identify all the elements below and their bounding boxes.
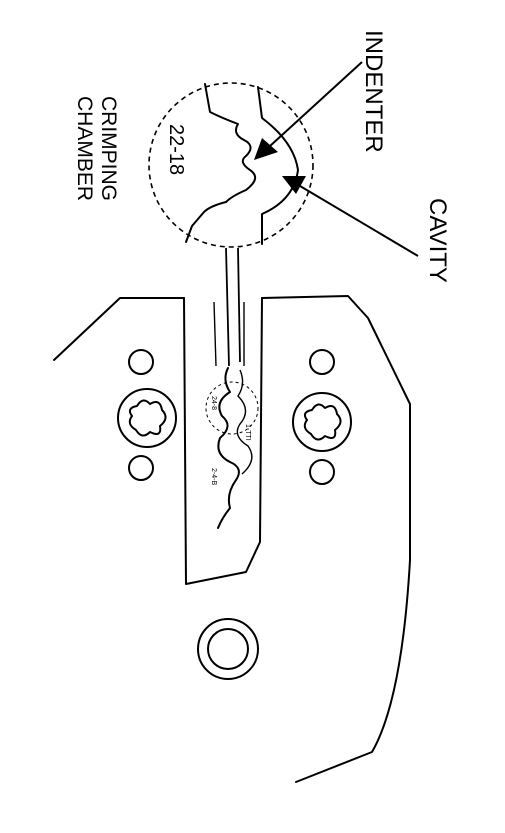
pivot xyxy=(197,618,259,680)
magnified-detail xyxy=(148,82,314,367)
right-screw-head xyxy=(292,392,352,452)
indenter-leader xyxy=(269,61,363,147)
left-screw-recess xyxy=(128,399,167,437)
jaw-left-edge xyxy=(183,297,263,585)
tool-body: 24-8 1-TTI 2-4-B xyxy=(53,295,411,783)
tool-outline xyxy=(53,297,185,361)
jaw-gauge-1: 24-8 xyxy=(210,396,217,410)
cavity-label: CAVITY xyxy=(424,198,451,283)
right-pin-top xyxy=(309,349,335,375)
right-pin-bottom xyxy=(309,459,335,485)
jaw-gauge-3: 2-4-B xyxy=(210,468,217,485)
jaw-gauge-2: 1-TTI xyxy=(244,424,251,441)
crimping-label: CRIMPING xyxy=(97,96,120,201)
jaw-crimp-profile-2 xyxy=(236,369,253,475)
pivot-inner xyxy=(207,628,249,670)
gauge-label: 22-18 xyxy=(165,124,187,175)
detail-stem-right xyxy=(237,247,241,363)
left-pin-top xyxy=(128,349,154,375)
cavity-profile xyxy=(257,86,299,245)
right-screw-assembly xyxy=(292,349,352,485)
detail-circle xyxy=(148,82,314,248)
pivot-outer xyxy=(197,618,259,680)
cavity-leader xyxy=(299,185,419,257)
jaw-inner-left xyxy=(213,301,217,367)
jaw-detail-circle-1 xyxy=(205,381,259,435)
indenter-profile xyxy=(185,83,257,243)
right-screw-recess xyxy=(303,403,342,441)
tool-outline-right xyxy=(261,295,411,783)
jaw-crimp-profile xyxy=(217,367,240,529)
chamber-label: CHAMBER xyxy=(73,96,96,201)
left-screw-head xyxy=(117,388,177,448)
left-screw-assembly xyxy=(117,349,177,481)
detail-stem-left xyxy=(225,247,230,367)
callout-arrows xyxy=(254,61,419,257)
indenter-arrowhead xyxy=(254,138,278,160)
indenter-label: INDENTER xyxy=(360,30,387,153)
cavity-arrowhead xyxy=(282,176,306,194)
left-pin-bottom xyxy=(128,455,154,481)
